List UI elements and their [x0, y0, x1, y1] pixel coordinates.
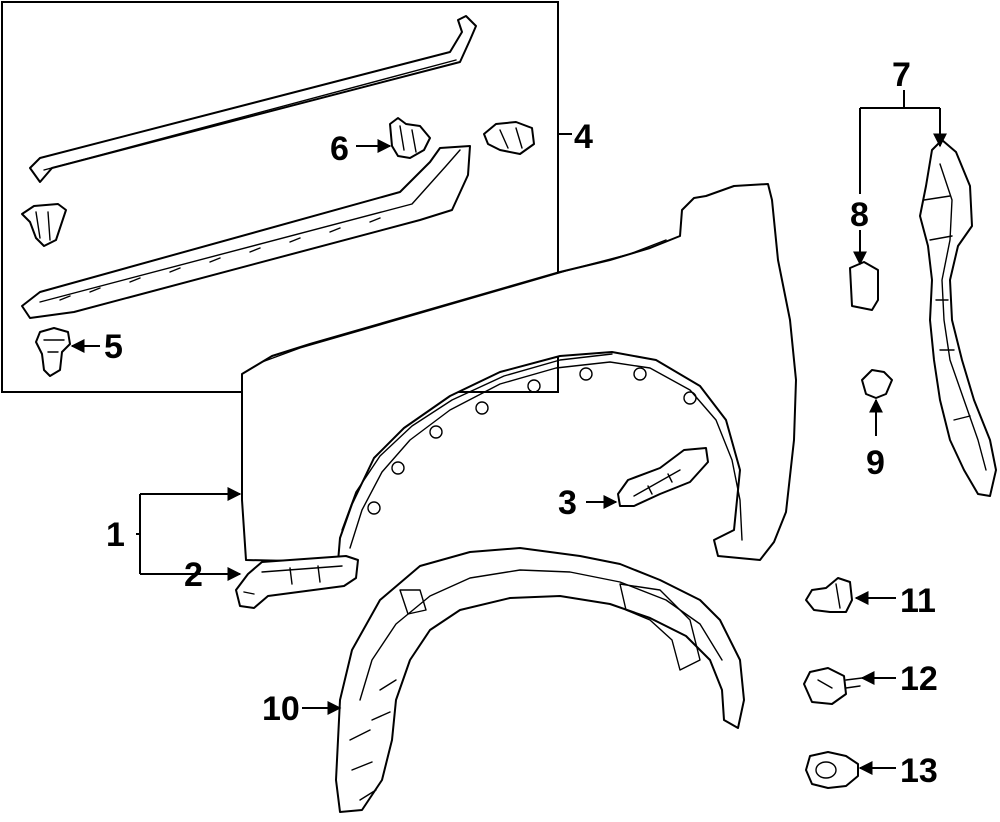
clip-6 [389, 117, 431, 159]
callout-6: 6 [330, 130, 349, 168]
leader-lines [70, 90, 947, 775]
rocker-molding [21, 145, 471, 319]
callout-5: 5 [104, 328, 123, 366]
screw-12 [803, 667, 863, 705]
plug-9 [861, 369, 893, 399]
clip-5 [35, 327, 71, 377]
callout-9: 9 [866, 444, 885, 482]
clip-11 [805, 577, 853, 613]
callout-11: 11 [900, 582, 936, 620]
fender-liner [335, 547, 745, 813]
rocker-upper-strip [29, 15, 477, 183]
front-fender [241, 183, 797, 563]
callout-2: 2 [184, 556, 203, 594]
callout-4: 4 [574, 118, 593, 156]
rocker-clip-left [21, 203, 67, 247]
callout-3: 3 [558, 484, 577, 522]
bracket-2 [235, 555, 359, 609]
callout-7: 7 [892, 56, 911, 94]
fender-seal-7 [919, 139, 997, 497]
callout-8: 8 [850, 196, 869, 234]
bracket-3 [617, 447, 709, 507]
clip-13 [805, 751, 859, 789]
rocker-clip-right [483, 121, 535, 155]
seal-8 [849, 261, 879, 311]
callout-10: 10 [262, 690, 300, 728]
callout-12: 12 [900, 660, 938, 698]
callout-1: 1 [106, 516, 125, 554]
callout-13: 13 [900, 752, 938, 790]
